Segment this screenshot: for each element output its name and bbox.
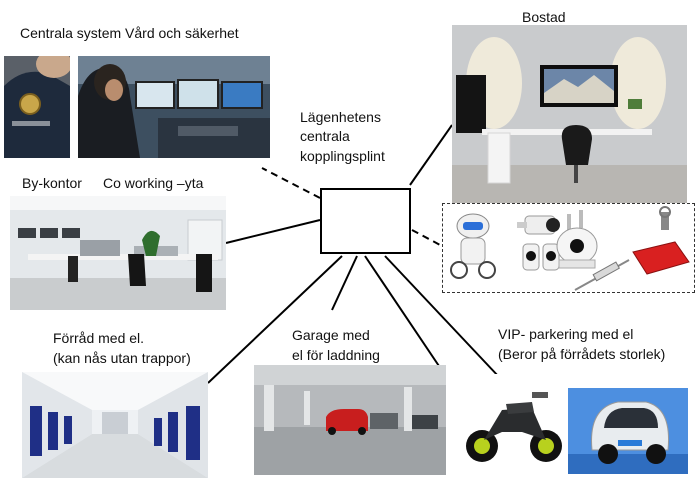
line-to-co-working [225,219,321,244]
label-hub-line1: Lägenhetens [300,109,381,125]
line-to-garage [331,255,358,311]
photo-security-officer [4,56,70,158]
label-bostad: Bostad [522,9,566,25]
label-garage-line1: Garage med [292,327,370,343]
small-cameras-icon [522,243,560,271]
label-hub-line2: centrala [300,128,350,145]
label-coworking: Co working –yta [103,175,204,191]
line-to-smart-devices [411,229,443,247]
photo-electric-car [568,388,688,474]
label-central-systems: Centrala system Vård och säkerhet [20,25,239,41]
syringe-icon [574,259,630,291]
photo-garage [254,365,446,475]
label-hub-line3: kopplingsplint [300,147,385,164]
photo-bostad-desk [452,25,687,203]
dome-camera-icon [556,210,598,269]
alarm-device-icon [632,206,690,275]
smart-devices-illustration [450,206,690,291]
smart-devices-box [442,203,695,293]
photo-coworking-office [10,196,226,310]
photo-motorcycle [462,374,566,470]
line-to-forrad [207,255,343,384]
label-forrad-line2: (kan nås utan trappor) [53,350,191,367]
label-vip-line2: (Beror på förrådets storlek) [498,346,666,363]
robot-toy-icon [450,213,496,279]
line-to-central-systems [261,167,321,199]
label-forrad-line1: Förråd med el. [53,330,145,346]
label-hub: Lägenhetens centrala kopplingsplint [300,108,385,166]
photo-forrad-storage [22,372,208,478]
line-to-vip-parkering [384,255,501,379]
label-vip: VIP- parkering med el (Beror på förrådet… [498,324,665,365]
photo-control-room [78,56,270,158]
label-garage: Garage med el för laddning [292,325,380,366]
label-forrad: Förråd med el. (kan nås utan trappor) [53,328,191,369]
bullet-camera-icon [517,215,560,235]
line-to-bostad [409,124,453,186]
central-hub-box [320,188,411,254]
line-to-garage-vip [364,255,444,373]
label-garage-line2: el för laddning [292,347,380,364]
label-vip-line1: VIP- parkering med el [498,326,634,342]
label-bykontor: By-kontor [22,175,82,191]
